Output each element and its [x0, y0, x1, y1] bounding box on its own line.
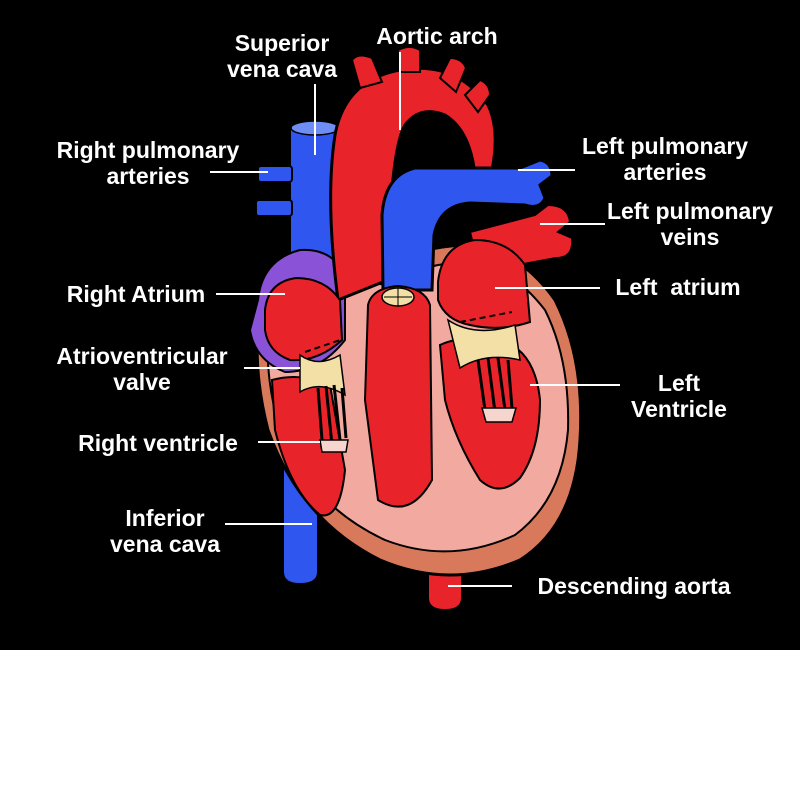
label-right-pulmonary-arteries: Right pulmonary arteries — [40, 137, 256, 189]
label-inferior-vena-cava-line1: Inferior — [125, 505, 205, 531]
right-av-valve — [299, 353, 346, 397]
label-atrioventricular-valve-line2: valve — [113, 369, 171, 395]
label-left-pulmonary-veins: Left pulmonary veins — [590, 198, 790, 250]
label-descending-aorta-line1: Descending aorta — [537, 573, 731, 599]
label-left-pulmonary-arteries-line2: arteries — [623, 159, 707, 185]
right-pulmonary-artery-upper — [257, 165, 293, 183]
label-aortic-arch: Aortic arch — [362, 23, 512, 49]
aortic-branch-4 — [463, 78, 492, 114]
label-left-pulmonary-veins-line2: veins — [660, 224, 720, 250]
label-left-ventricle-line2: Ventricle — [631, 396, 727, 422]
label-left-atrium: Left atrium — [603, 274, 753, 300]
right-chordae — [316, 384, 348, 446]
aortic-branch-3 — [438, 56, 468, 94]
aortic-valve-cusps — [384, 288, 412, 306]
label-left-pulmonary-veins-line1: Left pulmonary — [606, 198, 774, 224]
label-inferior-vena-cava: Inferior vena cava — [95, 505, 235, 557]
label-left-ventricle-line1: Left — [657, 370, 701, 396]
left-valve-line — [459, 311, 513, 323]
label-atrioventricular-valve: Atrioventricular valve — [38, 343, 246, 395]
label-right-atrium: Right Atrium — [52, 281, 220, 307]
pulmonary-artery-trunk — [380, 158, 554, 292]
label-superior-vena-cava-line1: Superior — [234, 30, 330, 56]
label-right-ventricle: Right ventricle — [60, 430, 256, 456]
label-right-atrium-line1: Right Atrium — [66, 281, 206, 307]
label-left-ventricle: Left Ventricle — [615, 370, 743, 422]
left-atrium-chamber — [437, 238, 532, 329]
left-av-valve — [446, 318, 521, 370]
label-right-pulmonary-arteries-line1: Right pulmonary — [56, 137, 240, 163]
right-papillary-muscle — [319, 439, 349, 453]
label-aortic-arch-line1: Aortic arch — [376, 23, 498, 49]
label-atrioventricular-valve-line1: Atrioventricular — [56, 343, 228, 369]
label-right-ventricle-line1: Right ventricle — [78, 430, 238, 456]
aortic-branch-1 — [350, 54, 384, 90]
aorta-root — [363, 284, 434, 508]
left-papillary-muscle — [481, 407, 517, 423]
right-valve-line — [304, 339, 341, 353]
label-inferior-vena-cava-line2: vena cava — [110, 531, 220, 557]
blank-bottom-area — [0, 650, 800, 800]
label-right-pulmonary-arteries-line2: arteries — [106, 163, 190, 189]
heart-illustration — [210, 46, 620, 612]
pointer-lines — [210, 52, 620, 587]
label-left-pulmonary-arteries: Left pulmonary arteries — [565, 133, 765, 185]
label-left-pulmonary-arteries-line1: Left pulmonary — [581, 133, 749, 159]
left-chordae — [476, 357, 514, 413]
label-superior-vena-cava: Superior vena cava — [212, 30, 352, 82]
right-atrium-chamber — [264, 276, 344, 362]
label-descending-aorta: Descending aorta — [518, 573, 750, 599]
label-left-atrium-line1: Left atrium — [615, 274, 741, 300]
heart-diagram-panel: Superior vena cava Aortic arch Right pul… — [0, 0, 800, 650]
label-superior-vena-cava-line2: vena cava — [227, 56, 337, 82]
aortic-branch-2 — [396, 46, 421, 73]
right-pulmonary-artery-lower — [255, 199, 293, 217]
